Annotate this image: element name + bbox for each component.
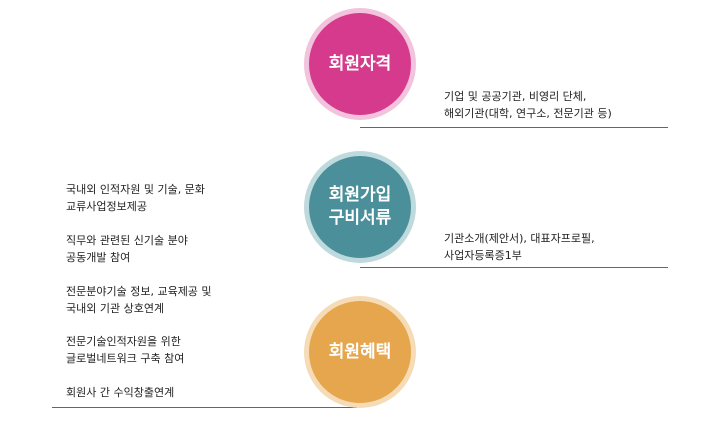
benefit-item: 회원사 간 수익창출연계 — [66, 384, 174, 401]
qualification-circle: 회원자격 — [304, 8, 416, 120]
qualification-desc-line2: 해외기관(대학, 연구소, 전문기관 등) — [444, 107, 612, 120]
documents-title-line2: 구비서류 — [328, 208, 392, 228]
benefit-item-line2: 글로벌네트워크 구축 참여 — [66, 352, 185, 365]
benefits-title: 회원혜택 — [328, 341, 392, 362]
benefit-item-line2: 공동개발 참여 — [66, 251, 131, 264]
benefit-item-line1: 전문분야기술 정보, 교육제공 및 — [66, 285, 212, 298]
documents-desc-line2: 사업자등록증1부 — [444, 249, 522, 262]
documents-connector-line — [360, 267, 668, 268]
qualification-connector-line — [360, 127, 668, 128]
documents-desc-line1: 기관소개(제안서), 대표자프로필, — [444, 232, 595, 245]
documents-circle: 회원가입 구비서류 — [304, 151, 416, 263]
benefit-item: 전문분야기술 정보, 교육제공 및 국내외 기관 상호연계 — [66, 283, 212, 317]
benefit-item: 전문기술인적자원을 위한 글로벌네트워크 구축 참여 — [66, 333, 184, 367]
documents-title-line1: 회원가입 — [328, 185, 392, 205]
benefit-item-line1: 국내외 인적자원 및 기술, 문화 — [66, 183, 205, 196]
qualification-title: 회원자격 — [328, 53, 392, 74]
documents-description: 기관소개(제안서), 대표자프로필, 사업자등록증1부 — [444, 230, 595, 264]
benefit-item-line1: 회원사 간 수익창출연계 — [66, 386, 175, 399]
benefit-item: 국내외 인적자원 및 기술, 문화 교류사업정보제공 — [66, 181, 205, 215]
benefits-circle: 회원혜택 — [304, 296, 416, 408]
benefit-item-line1: 직무와 관련된 신기술 분야 — [66, 234, 188, 247]
qualification-description: 기업 및 공공기관, 비영리 단체, 해외기관(대학, 연구소, 전문기관 등) — [444, 88, 612, 122]
benefit-item: 직무와 관련된 신기술 분야 공동개발 참여 — [66, 232, 188, 266]
benefits-connector-line — [52, 407, 357, 408]
qualification-desc-line1: 기업 및 공공기관, 비영리 단체, — [444, 90, 587, 103]
benefit-item-line2: 교류사업정보제공 — [66, 200, 147, 213]
benefit-item-line2: 국내외 기관 상호연계 — [66, 302, 165, 315]
benefit-item-line1: 전문기술인적자원을 위한 — [66, 335, 181, 348]
